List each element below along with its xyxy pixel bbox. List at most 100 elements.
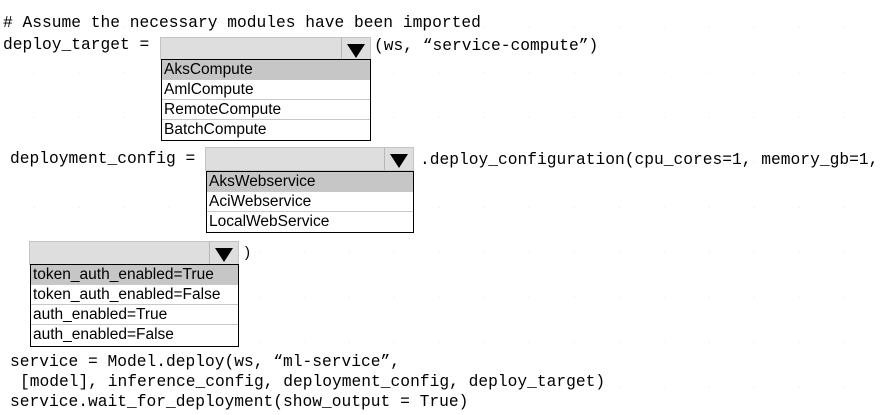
watermark-text: • bbox=[435, 115, 442, 121]
watermark-text: • bbox=[390, 250, 397, 256]
watermark-text: • bbox=[570, 70, 577, 76]
webservice-dropdown[interactable] bbox=[205, 147, 414, 171]
watermark-text: • bbox=[840, 25, 847, 31]
watermark-text: • bbox=[660, 115, 667, 121]
watermark-text: • bbox=[525, 70, 532, 76]
watermark-text: • bbox=[525, 340, 532, 346]
option-batchcompute[interactable]: BatchCompute bbox=[164, 121, 267, 138]
code-deployment-config-lhs: deployment_config = bbox=[10, 149, 196, 168]
compute-target-dropdown-arrow[interactable] bbox=[341, 38, 370, 59]
watermark-text: • bbox=[750, 115, 757, 121]
watermark-text: • bbox=[345, 340, 352, 346]
watermark-text: • bbox=[570, 340, 577, 346]
watermark-text: • bbox=[750, 250, 757, 256]
chevron-down-icon bbox=[347, 43, 365, 58]
watermark-text: • bbox=[435, 295, 442, 301]
option-akswebservice[interactable]: AksWebservice bbox=[207, 172, 413, 192]
watermark-text: • bbox=[615, 25, 622, 31]
watermark-text: • bbox=[300, 295, 307, 301]
watermark-text: • bbox=[795, 250, 802, 256]
watermark-text: • bbox=[660, 385, 667, 391]
watermark-text: • bbox=[570, 25, 577, 31]
watermark-text: • bbox=[795, 205, 802, 211]
option-remotecompute[interactable]: RemoteCompute bbox=[162, 100, 370, 120]
watermark-text: • bbox=[345, 295, 352, 301]
watermark-text: • bbox=[795, 70, 802, 76]
watermark-text: • bbox=[480, 25, 487, 31]
watermark-text: • bbox=[705, 25, 712, 31]
option-token-auth-true[interactable]: token_auth_enabled=True bbox=[31, 265, 238, 285]
option-auth-true[interactable]: auth_enabled=True bbox=[31, 305, 238, 325]
watermark-text: • bbox=[750, 70, 757, 76]
watermark-text: • bbox=[120, 205, 127, 211]
watermark-text: • bbox=[705, 385, 712, 391]
watermark-text: • bbox=[615, 340, 622, 346]
watermark-text: • bbox=[480, 205, 487, 211]
watermark-text: • bbox=[390, 295, 397, 301]
watermark-text: • bbox=[435, 340, 442, 346]
webservice-dropdown-arrow[interactable] bbox=[384, 148, 413, 170]
webservice-options: AksWebservice AciWebservice LocalWebServ… bbox=[206, 171, 414, 233]
watermark-text: • bbox=[705, 70, 712, 76]
watermark-text: • bbox=[30, 115, 37, 121]
watermark-text: • bbox=[570, 250, 577, 256]
compute-target-dropdown[interactable] bbox=[160, 37, 371, 60]
watermark-text: • bbox=[660, 295, 667, 301]
watermark-text: • bbox=[615, 115, 622, 121]
watermark-text: • bbox=[840, 70, 847, 76]
code-service-wait: service.wait_for_deployment(show_output … bbox=[10, 392, 469, 411]
watermark-text: • bbox=[480, 295, 487, 301]
watermark-text: • bbox=[750, 295, 757, 301]
watermark-text: • bbox=[840, 385, 847, 391]
watermark-text: • bbox=[75, 70, 82, 76]
watermark-text: • bbox=[840, 340, 847, 346]
watermark-text: • bbox=[30, 205, 37, 211]
watermark-text: • bbox=[570, 295, 577, 301]
watermark-text: • bbox=[750, 25, 757, 31]
watermark-text: • bbox=[570, 115, 577, 121]
watermark-text: • bbox=[435, 250, 442, 256]
option-amlcompute[interactable]: AmlCompute bbox=[162, 80, 370, 100]
watermark-text: • bbox=[750, 385, 757, 391]
code-comment: # Assume the necessary modules have been… bbox=[3, 13, 481, 32]
watermark-text: • bbox=[570, 205, 577, 211]
watermark-text: • bbox=[525, 250, 532, 256]
watermark-text: • bbox=[660, 25, 667, 31]
watermark-text: • bbox=[660, 205, 667, 211]
code-deploy-target-lhs: deploy_target = bbox=[3, 35, 150, 54]
watermark-text: • bbox=[705, 115, 712, 121]
watermark-text: • bbox=[615, 70, 622, 76]
watermark-text: • bbox=[75, 115, 82, 121]
auth-dropdown-arrow[interactable] bbox=[209, 242, 238, 264]
watermark-text: • bbox=[435, 70, 442, 76]
watermark-text: • bbox=[390, 340, 397, 346]
option-aciwebservice[interactable]: AciWebservice bbox=[207, 192, 413, 212]
watermark-text: • bbox=[615, 205, 622, 211]
code-service-deploy-line2: [model], inference_config, deployment_co… bbox=[20, 372, 606, 391]
watermark-text: • bbox=[255, 250, 262, 256]
watermark-text: • bbox=[705, 250, 712, 256]
option-auth-false[interactable]: auth_enabled=False bbox=[33, 326, 174, 343]
watermark-text: • bbox=[480, 340, 487, 346]
watermark-text: • bbox=[165, 205, 172, 211]
option-akscompute[interactable]: AksCompute bbox=[162, 60, 370, 80]
watermark-text: • bbox=[840, 250, 847, 256]
watermark-text: • bbox=[705, 340, 712, 346]
watermark-text: • bbox=[615, 295, 622, 301]
watermark-text: • bbox=[795, 340, 802, 346]
watermark-text: • bbox=[480, 115, 487, 121]
watermark-text: • bbox=[795, 295, 802, 301]
watermark-text: • bbox=[300, 250, 307, 256]
option-localwebservice[interactable]: LocalWebService bbox=[209, 213, 330, 230]
watermark-text: • bbox=[480, 70, 487, 76]
watermark-text: • bbox=[795, 385, 802, 391]
watermark-text: • bbox=[480, 250, 487, 256]
watermark-text: • bbox=[435, 205, 442, 211]
watermark-text: • bbox=[525, 295, 532, 301]
auth-dropdown[interactable] bbox=[29, 241, 239, 265]
watermark-text: • bbox=[255, 295, 262, 301]
auth-options: token_auth_enabled=True token_auth_enabl… bbox=[30, 264, 239, 347]
chevron-down-icon bbox=[215, 248, 233, 262]
option-token-auth-false[interactable]: token_auth_enabled=False bbox=[31, 285, 238, 305]
watermark-text: • bbox=[615, 250, 622, 256]
